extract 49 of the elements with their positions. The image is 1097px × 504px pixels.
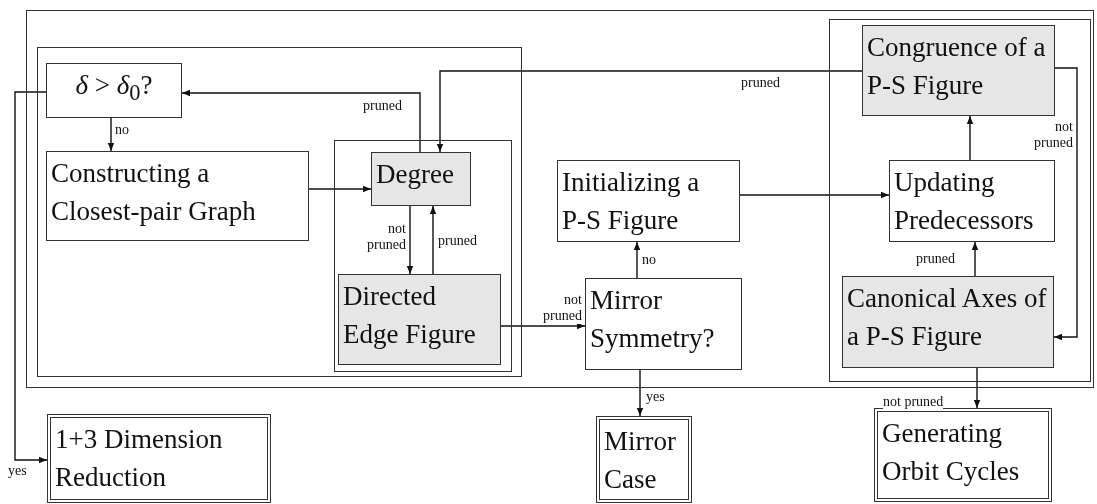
arrow [636, 369, 644, 417]
arrow [14, 91, 48, 464]
arrow [308, 185, 372, 193]
process-box [557, 160, 740, 242]
box-label: Directed Edge Figure [343, 281, 476, 349]
arrow [1053, 67, 1078, 341]
arrow [971, 241, 979, 277]
box-label: 1+3 Dimension Reduction [55, 424, 223, 492]
process-box [842, 276, 1054, 368]
edge-label: not pruned [883, 394, 944, 410]
arrow [739, 191, 890, 199]
box-label: Updating Predecessors [894, 167, 1034, 235]
box-label: Constructing a Closest-pair Graph [51, 158, 256, 226]
group-frame [26, 10, 1094, 388]
edge-label: pruned [438, 233, 477, 249]
group-frame [37, 47, 522, 377]
process-box [889, 160, 1055, 242]
arrow [406, 205, 414, 275]
process-box [46, 151, 309, 241]
arrow [429, 205, 437, 275]
decision-box [46, 63, 182, 118]
decision-box [585, 278, 742, 370]
arrow [181, 89, 421, 153]
arrow [973, 367, 981, 409]
edge-label: not pruned [540, 292, 582, 324]
box-label: Degree [376, 159, 454, 189]
box-label: Congruence of a P-S Figure [867, 32, 1046, 100]
edge-label: pruned [363, 98, 402, 114]
arrow [633, 241, 641, 279]
edge-label: pruned [916, 251, 955, 267]
process-box [862, 25, 1055, 116]
group-frame [334, 140, 512, 372]
arrow [966, 115, 974, 161]
group-frame [829, 19, 1091, 382]
terminal-box [47, 414, 271, 503]
box-label: Generating Orbit Cycles [882, 418, 1020, 486]
box-label: Initializing a P-S Figure [562, 167, 700, 235]
process-box [371, 152, 471, 206]
terminal-box [596, 416, 692, 503]
arrow [436, 70, 863, 153]
box-label: Mirror Case [604, 426, 676, 494]
arrow [107, 117, 115, 152]
arrow [500, 322, 586, 330]
edge-label: pruned [741, 75, 780, 91]
terminal-box [874, 408, 1052, 502]
box-label: Mirror Symmetry? [590, 285, 715, 353]
box-label: δ > δ$_{0}$? [75, 70, 153, 100]
process-box [338, 274, 501, 365]
box-label: Canonical Axes of a P-S Figure [847, 283, 1047, 351]
